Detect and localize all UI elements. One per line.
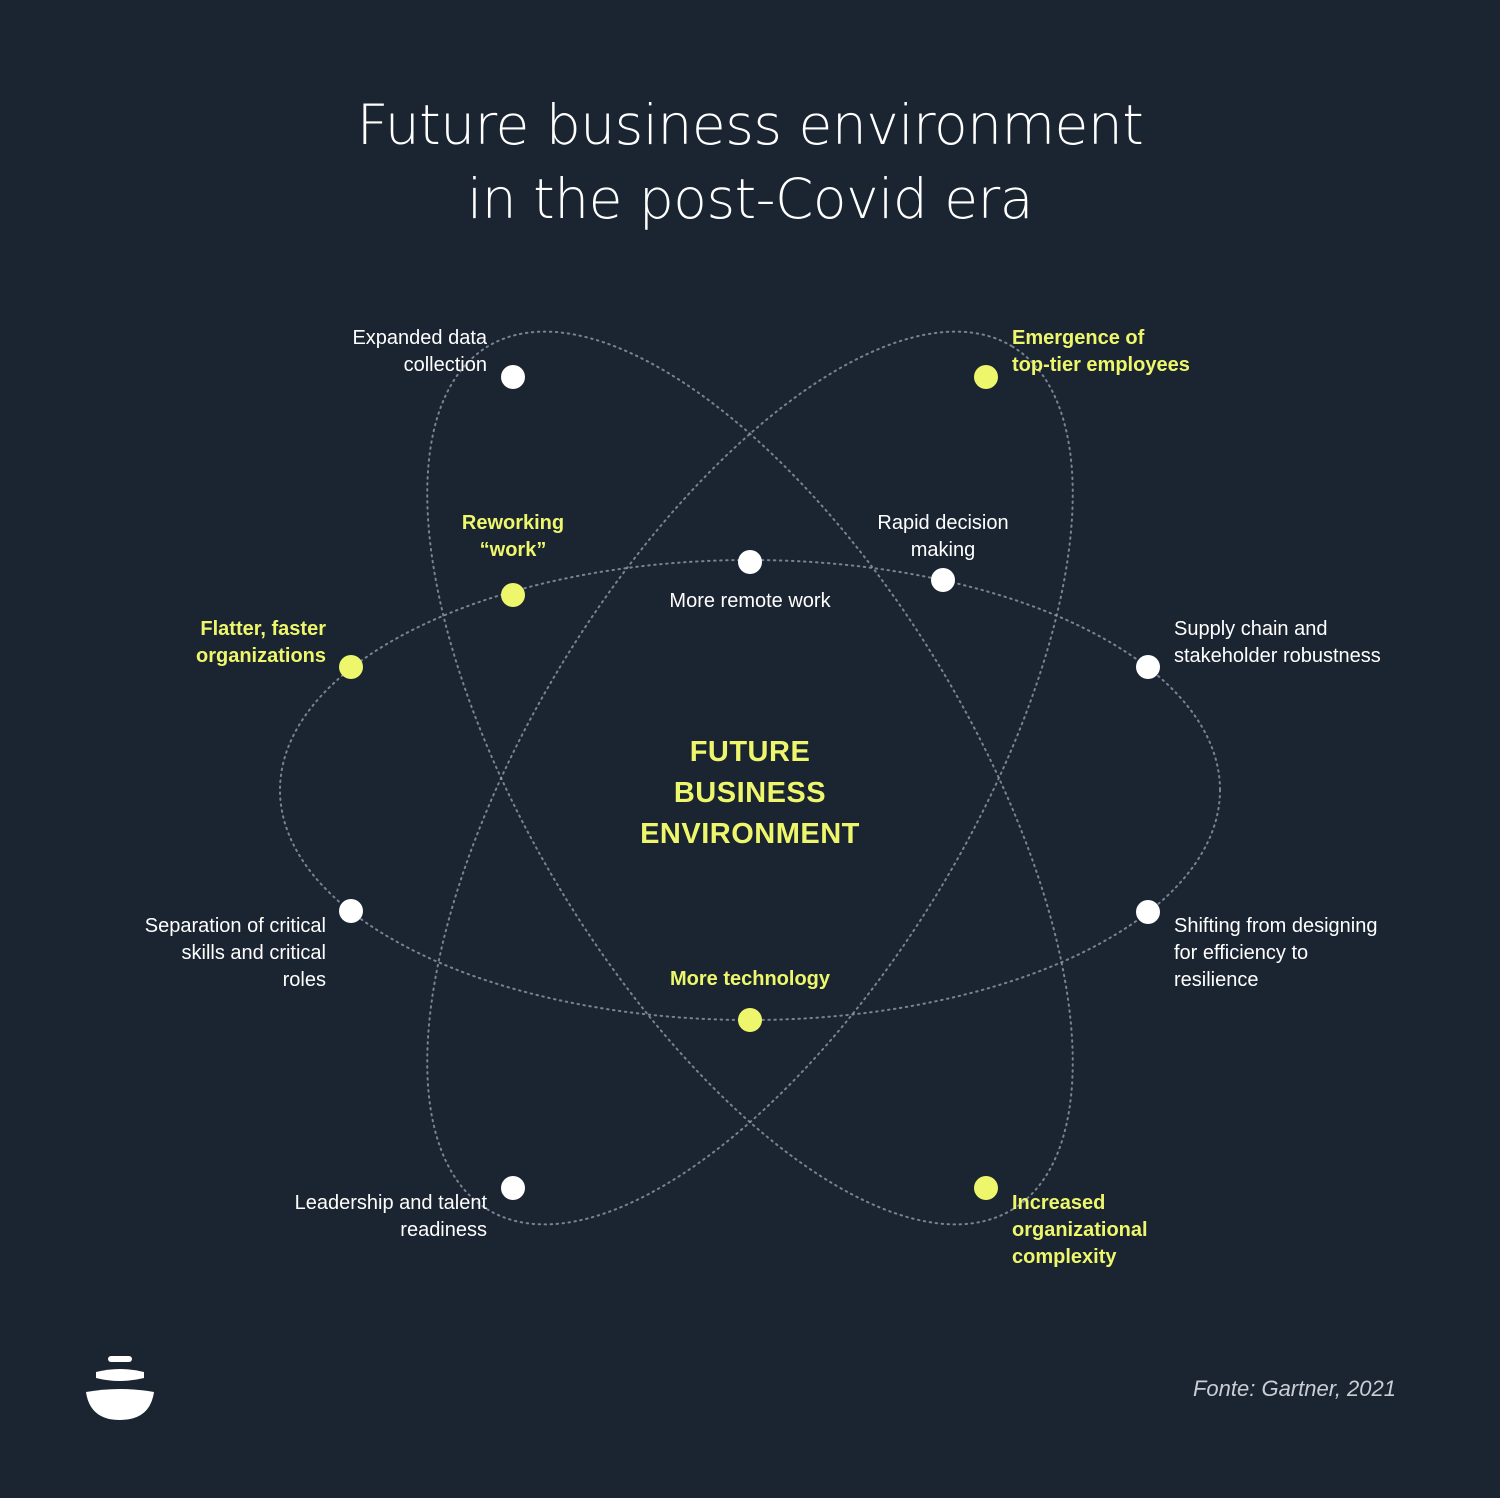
- label-line: organizational: [1012, 1219, 1148, 1241]
- node-separation: [339, 899, 363, 923]
- label-line: complexity: [1012, 1246, 1117, 1268]
- label-rapid-decision: Rapid decision making: [843, 510, 1043, 564]
- label-line: Reworking: [461, 512, 565, 534]
- source-citation: Fonte: Gartner, 2021: [1192, 1376, 1396, 1401]
- label-line: organizations: [195, 645, 326, 667]
- node-rapid-decision: [931, 568, 955, 592]
- node-complexity: [974, 1176, 998, 1200]
- label-supply-chain: Supply chain and stakeholder robustness: [1174, 616, 1381, 670]
- label-line: Supply chain and: [1174, 618, 1328, 640]
- node-leadership: [501, 1176, 525, 1200]
- label-line: stakeholder robustness: [1174, 645, 1381, 667]
- center-line-2: BUSINESS: [673, 777, 827, 809]
- label-separation: Separation of critical skills and critic…: [145, 913, 326, 994]
- node-shifting: [1136, 900, 1160, 924]
- label-line: Shifting from designing: [1174, 915, 1378, 937]
- label-flatter: Flatter, faster organizations: [196, 616, 326, 670]
- label-line: “work”: [479, 539, 547, 561]
- label-line: top-tier employees: [1012, 354, 1190, 376]
- label-line: Separation of critical: [144, 915, 326, 937]
- label-line: Emergence of: [1012, 327, 1145, 349]
- title-line-2: in the post-Covid era: [467, 167, 1033, 231]
- orbit-diagonal-right: [426, 330, 1074, 1226]
- center-line-1: FUTURE: [689, 736, 811, 768]
- title-line-1: Future business environment: [356, 93, 1144, 157]
- label-line: skills and critical: [181, 942, 326, 964]
- node-flatter: [339, 655, 363, 679]
- diagram-title: Future business environment in the post-…: [0, 88, 1500, 236]
- node-more-tech: [738, 1008, 762, 1032]
- label-reworking: Reworking “work”: [413, 510, 613, 564]
- label-line: resilience: [1174, 969, 1259, 991]
- label-line: for efficiency to: [1174, 942, 1309, 964]
- label-line: Leadership and talent: [294, 1192, 487, 1214]
- center-line-3: ENVIRONMENT: [640, 818, 860, 850]
- center-heading: FUTURE BUSINESS ENVIRONMENT: [550, 732, 950, 855]
- node-reworking: [501, 583, 525, 607]
- label-top-tier: Emergence of top-tier employees: [1012, 325, 1190, 379]
- label-line: Rapid decision: [877, 512, 1009, 534]
- stacked-stones-logo-icon: [86, 1356, 154, 1420]
- label-expanded-data: Expanded data collection: [352, 325, 487, 379]
- label-line: Increased: [1012, 1192, 1106, 1214]
- label-line: More remote work: [669, 590, 831, 612]
- label-remote-work: More remote work: [600, 588, 900, 615]
- label-line: readiness: [400, 1219, 487, 1241]
- label-shifting: Shifting from designing for efficiency t…: [1174, 913, 1377, 994]
- label-line: More technology: [669, 968, 830, 990]
- label-line: Flatter, faster: [200, 618, 326, 640]
- label-line: collection: [403, 354, 487, 376]
- label-line: making: [910, 539, 976, 561]
- label-line: roles: [282, 969, 326, 991]
- label-leadership: Leadership and talent readiness: [295, 1190, 487, 1244]
- label-line: Expanded data: [352, 327, 487, 349]
- node-expanded-data: [501, 365, 525, 389]
- node-top-tier: [974, 365, 998, 389]
- node-supply-chain: [1136, 655, 1160, 679]
- node-remote-work: [738, 550, 762, 574]
- label-more-tech: More technology: [600, 966, 900, 993]
- label-complexity: Increased organizational complexity: [1012, 1190, 1148, 1271]
- orbit-diagonal-left: [426, 330, 1074, 1226]
